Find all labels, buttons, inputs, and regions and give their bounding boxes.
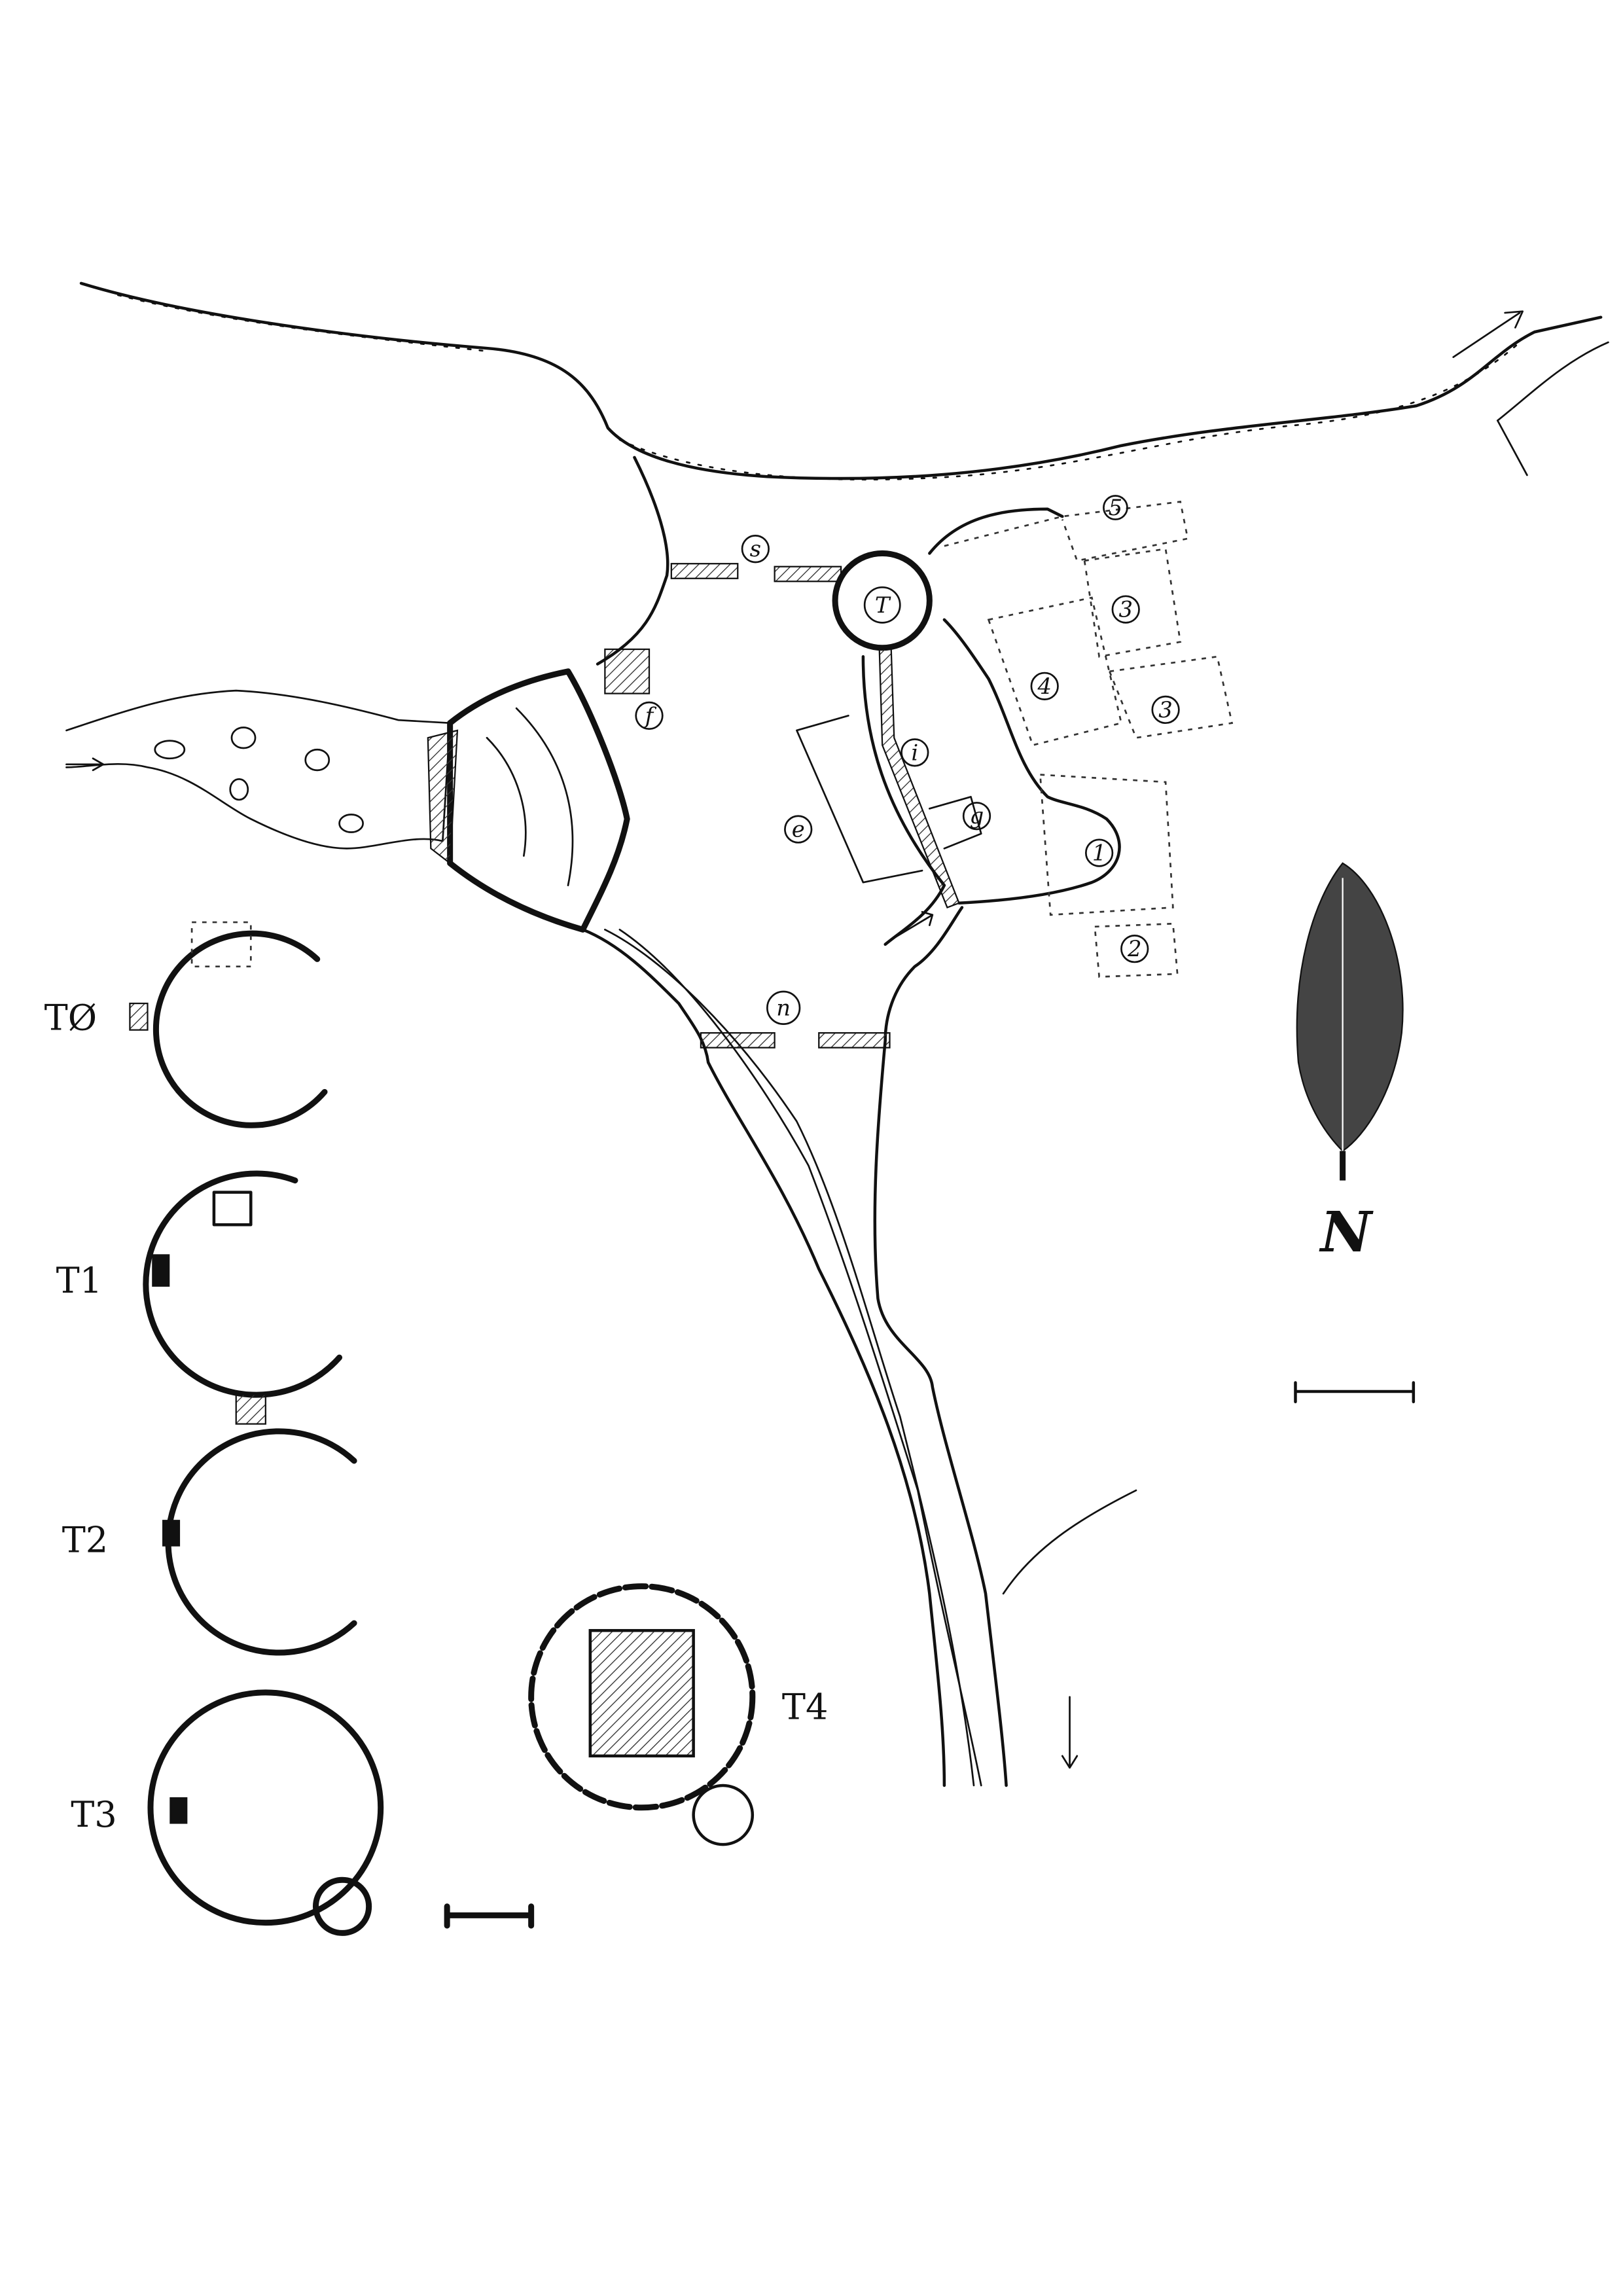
gate-wall-n-east	[818, 1032, 891, 1049]
label-n: n	[766, 990, 801, 1025]
wall-i	[878, 648, 960, 908]
label-t1: T1	[56, 1260, 103, 1301]
courtyard	[581, 456, 1121, 1064]
label-2: 2	[1120, 934, 1149, 963]
svg-text:s: s	[750, 536, 761, 562]
label-3b: 3	[1151, 695, 1180, 725]
svg-text:5: 5	[1109, 495, 1123, 520]
west-stream	[65, 689, 452, 850]
flow-arrow-icon	[1061, 1696, 1079, 1769]
flow-arrow-icon	[1452, 310, 1524, 358]
tower-plan-labels: TØ T1 T2 T3 T4	[45, 997, 829, 1835]
label-3a: 3	[1111, 595, 1140, 624]
gate-wall-s-east	[774, 565, 842, 583]
label-i: i	[901, 738, 929, 767]
tower-t	[832, 550, 933, 651]
label-tower: T	[863, 586, 901, 624]
label-t2: T2	[62, 1520, 109, 1561]
scale-bar-towers	[444, 1903, 535, 1929]
path-arrow-icon	[895, 910, 934, 938]
north-arrow-feather-icon	[1296, 862, 1404, 1181]
map-labels: s T f e i g n 1 2 3 3 4 5	[635, 495, 1180, 1025]
southern-valley	[604, 928, 1137, 1787]
river-bank-north	[79, 281, 1609, 481]
svg-text:3: 3	[1158, 697, 1173, 723]
label-t4: T4	[782, 1686, 829, 1727]
pond	[427, 668, 630, 933]
label-1: 1	[1084, 838, 1114, 867]
tower-plan-t1	[143, 1170, 343, 1425]
scale-bar-main	[1294, 1381, 1416, 1404]
north-label: N	[1319, 1200, 1374, 1265]
svg-text:n: n	[776, 995, 791, 1020]
tower-plan-t2	[162, 1428, 357, 1656]
label-e: e	[784, 815, 813, 844]
label-t3: T3	[71, 1794, 117, 1835]
tower-plan-t3	[147, 1689, 384, 1936]
building-e	[796, 715, 923, 884]
label-t0: TØ	[45, 997, 97, 1039]
tower-plan-t0	[129, 921, 328, 1128]
stairs-f	[604, 648, 651, 694]
gate-wall-s-west	[670, 563, 739, 579]
svg-text:4: 4	[1037, 673, 1052, 699]
svg-text:T: T	[875, 592, 891, 618]
flow-arrow-icon	[65, 757, 105, 772]
tower-plan-t4	[528, 1583, 756, 1846]
gate-wall-n-west	[700, 1032, 776, 1049]
svg-text:i: i	[911, 740, 918, 765]
svg-text:1: 1	[1092, 840, 1107, 866]
label-f: f	[635, 701, 664, 730]
svg-text:2: 2	[1127, 936, 1142, 961]
svg-text:f: f	[643, 703, 657, 728]
label-4: 4	[1030, 672, 1059, 700]
label-g: g	[962, 802, 991, 831]
label-s: s	[741, 535, 770, 564]
label-5: 5	[1103, 495, 1128, 520]
outer-buildings	[944, 501, 1234, 978]
svg-text:e: e	[792, 817, 805, 842]
svg-text:g: g	[970, 803, 984, 829]
building-g	[929, 796, 982, 850]
svg-text:3: 3	[1118, 597, 1133, 622]
